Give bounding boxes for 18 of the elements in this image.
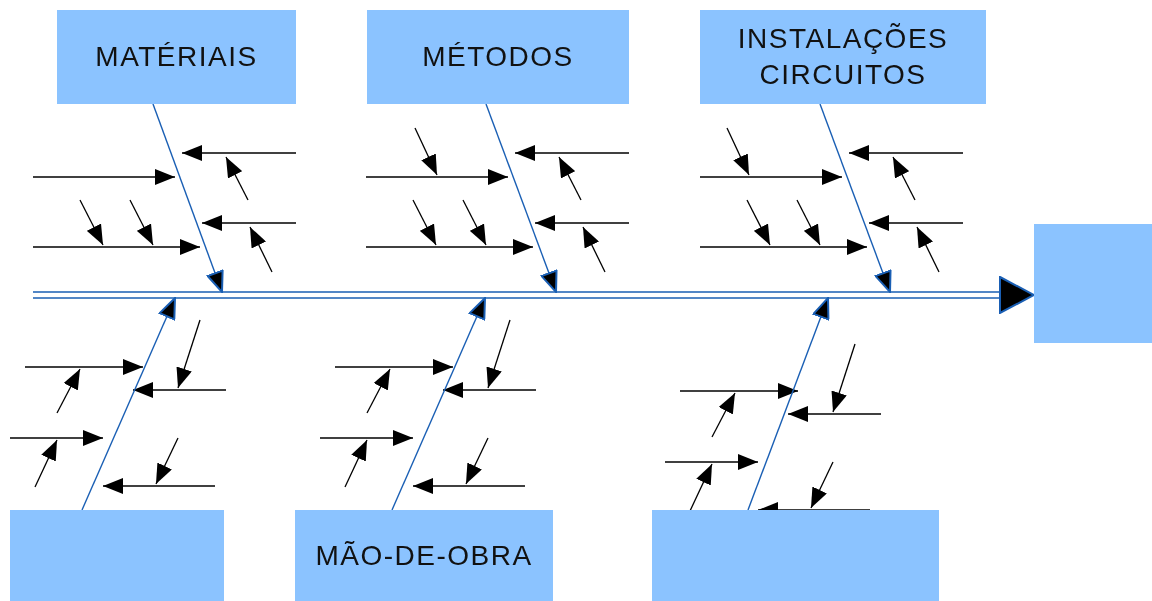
category-label: MATÉRIAIS [95,40,258,74]
bone-arrow [747,297,830,511]
category-box [652,510,939,601]
effect-box [1034,224,1152,343]
category-box [700,10,986,104]
bone-arrow [485,103,558,293]
bone-arrow [81,297,176,511]
category-box [367,10,629,104]
bone-arrow [819,103,892,293]
category-box [57,10,296,104]
bone-arrow [391,297,486,511]
bone-arrow [152,103,224,293]
category-label: MÃO-DE-OBRA [315,538,533,573]
spine-arrow [32,276,1035,314]
category-box [295,510,553,601]
category-label: INSTALAÇÕES CIRCUITOS [736,22,950,92]
category-box [10,510,224,601]
category-label: MÉTODOS [422,40,574,74]
